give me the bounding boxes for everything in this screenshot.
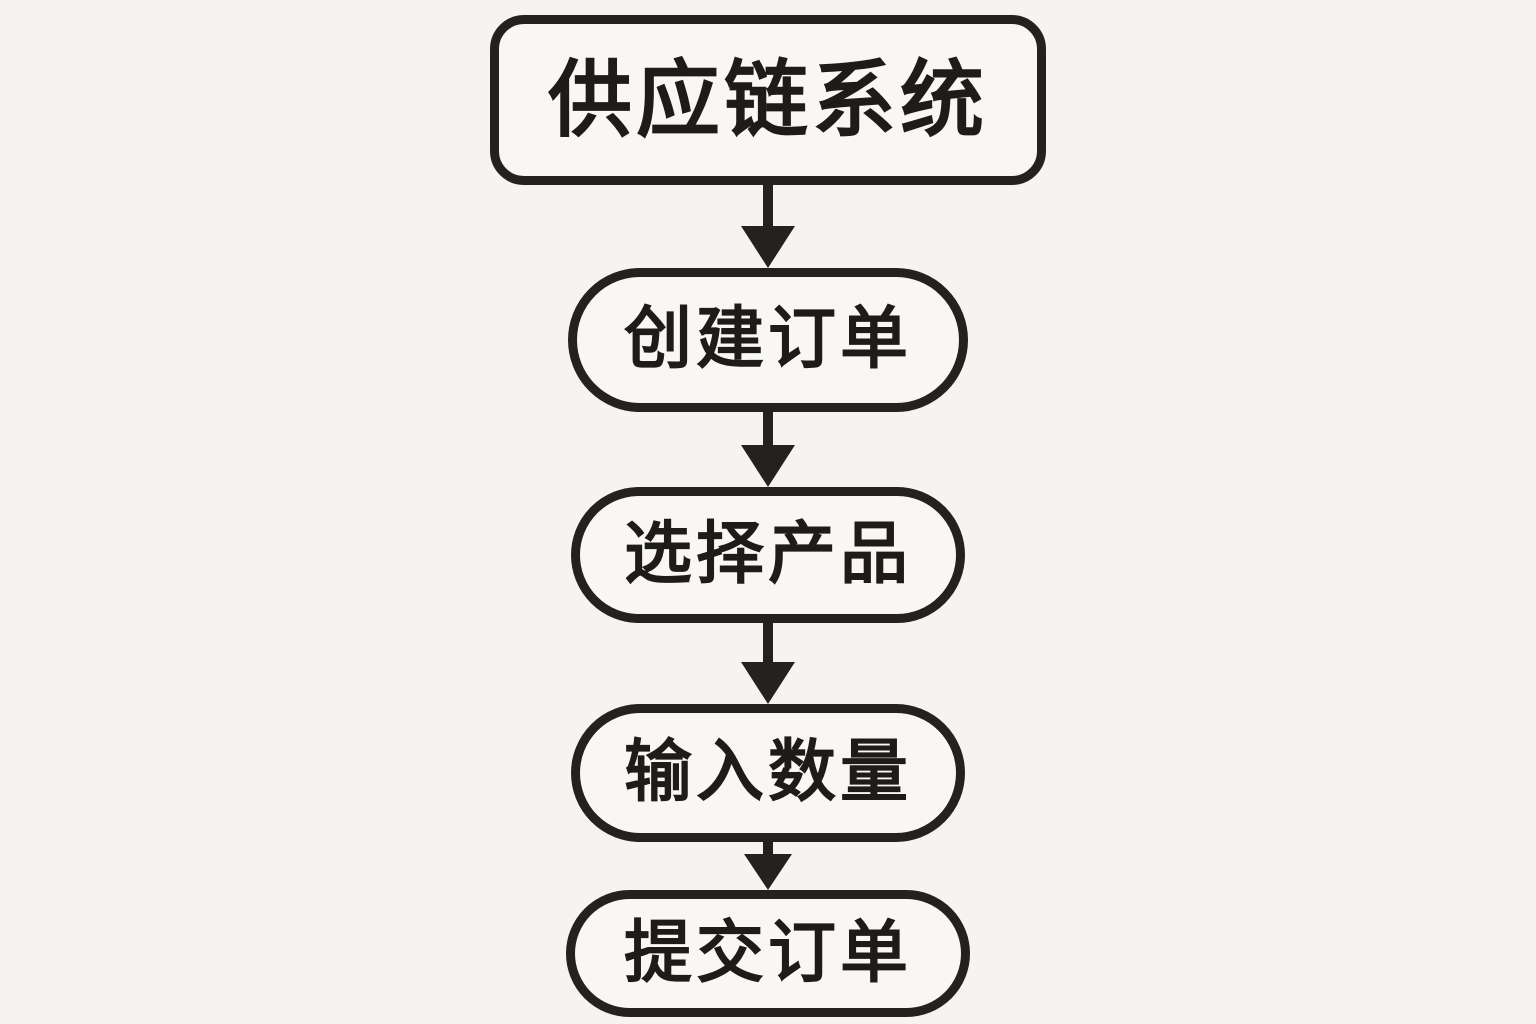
arrow-shaft xyxy=(763,623,773,662)
arrow-head-icon xyxy=(741,226,795,268)
node-label: 选择产品 xyxy=(623,515,912,594)
arrow-shaft xyxy=(763,185,773,226)
node-label: 创建订单 xyxy=(623,300,912,379)
arrow-head-icon xyxy=(744,854,792,890)
arrow-shaft xyxy=(763,842,773,854)
arrow-shaft xyxy=(763,412,773,445)
arrow-connector xyxy=(741,623,795,704)
node-select-product: 选择产品 xyxy=(571,487,965,623)
arrow-connector xyxy=(741,412,795,487)
arrow-head-icon xyxy=(741,662,795,704)
arrow-connector xyxy=(741,185,795,268)
arrow-head-icon xyxy=(741,445,795,487)
node-create-order: 创建订单 xyxy=(568,268,968,412)
node-label: 提交订单 xyxy=(623,913,912,993)
node-enter-quantity: 输入数量 xyxy=(571,704,965,842)
node-label: 供应链系统 xyxy=(547,51,988,149)
node-label: 输入数量 xyxy=(623,733,912,812)
arrow-connector xyxy=(744,842,792,890)
node-supply-chain-system: 供应链系统 xyxy=(490,15,1046,185)
node-submit-order: 提交订单 xyxy=(566,890,970,1017)
